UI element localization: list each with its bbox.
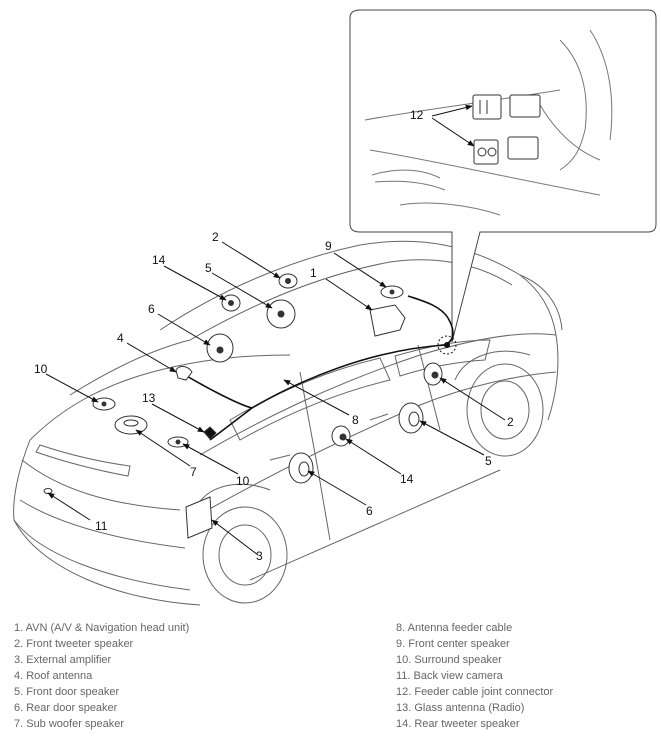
legend-item-7: 7. Sub woofer speaker xyxy=(14,718,125,730)
legend-item-11: 11. Back view camera xyxy=(396,670,503,682)
rear-wheel xyxy=(194,483,288,604)
callout-12: 12 xyxy=(410,108,424,122)
legend-item-8: 8. Antenna feeder cable xyxy=(396,622,513,634)
roof-antenna xyxy=(175,365,193,381)
rear-tweeter-speaker-side xyxy=(331,425,351,447)
connector-detail-inset: 12 xyxy=(349,9,657,343)
feeder-connector-lower xyxy=(473,136,539,165)
legend-item-4: 4. Roof antenna xyxy=(14,670,93,682)
callout-2-top: 2 xyxy=(212,230,219,244)
callout-14-side: 14 xyxy=(400,472,414,486)
legend-item-1: 1. AVN (A/V & Navigation head unit) xyxy=(14,622,190,634)
callout-10-right: 10 xyxy=(236,474,250,488)
glass-antenna xyxy=(203,426,217,440)
legend-item-3: 3. External amplifier xyxy=(14,654,112,666)
legend-right-column: 8. Antenna feeder cable 9. Front center … xyxy=(396,620,553,732)
legend-item-12: 12. Feeder cable joint connector xyxy=(396,686,554,698)
rear-tweeter-speaker-top xyxy=(221,294,241,312)
sub-woofer-speaker xyxy=(114,415,148,435)
callout-7: 7 xyxy=(190,465,197,479)
surround-speaker-left xyxy=(92,397,116,411)
front-door-speaker-side xyxy=(398,402,424,434)
callout-6-top: 6 xyxy=(148,302,155,316)
front-tweeter-speaker-top xyxy=(278,273,298,289)
avn-head-unit xyxy=(369,304,406,337)
callout-2-side: 2 xyxy=(507,415,514,429)
rear-door-speaker-side xyxy=(288,452,314,484)
legend-item-13: 13. Glass antenna (Radio) xyxy=(396,702,525,714)
front-door-speaker-top xyxy=(266,299,296,329)
callout-10-left: 10 xyxy=(34,362,48,376)
legend-item-2: 2. Front tweeter speaker xyxy=(14,638,134,650)
cable-joint-point xyxy=(444,342,450,348)
callout-6-side: 6 xyxy=(366,504,373,518)
legend-left-column: 1. AVN (A/V & Navigation head unit) 2. F… xyxy=(14,620,189,732)
legend-item-14: 14. Rear tweeter speaker xyxy=(396,718,520,730)
audio-system-diagram: 12 xyxy=(13,9,657,606)
callout-9: 9 xyxy=(325,239,332,253)
back-view-camera xyxy=(43,488,53,494)
legend-item-10: 10. Surround speaker xyxy=(396,654,502,666)
callout-14-top: 14 xyxy=(152,253,166,267)
car-body-outline xyxy=(13,240,563,606)
callout-5-top: 5 xyxy=(205,261,212,275)
front-center-speaker xyxy=(380,285,404,299)
cable-joint-highlight xyxy=(437,335,457,355)
legend-item-5: 5. Front door speaker xyxy=(14,686,120,698)
callout-11: 11 xyxy=(95,519,108,533)
legend-item-6: 6. Rear door speaker xyxy=(14,702,118,714)
callout-4: 4 xyxy=(117,331,124,345)
front-wheel xyxy=(454,350,544,457)
legend-item-9: 9. Front center speaker xyxy=(396,638,510,650)
rear-door-speaker-top xyxy=(206,333,234,363)
callout-1: 1 xyxy=(310,266,317,280)
callout-5-side: 5 xyxy=(485,454,492,468)
callout-8: 8 xyxy=(352,413,359,427)
external-amplifier xyxy=(185,496,213,539)
callout-13: 13 xyxy=(142,391,156,405)
callout-3: 3 xyxy=(256,549,263,563)
front-tweeter-speaker-side xyxy=(423,362,443,386)
feeder-connector-upper xyxy=(472,94,541,120)
